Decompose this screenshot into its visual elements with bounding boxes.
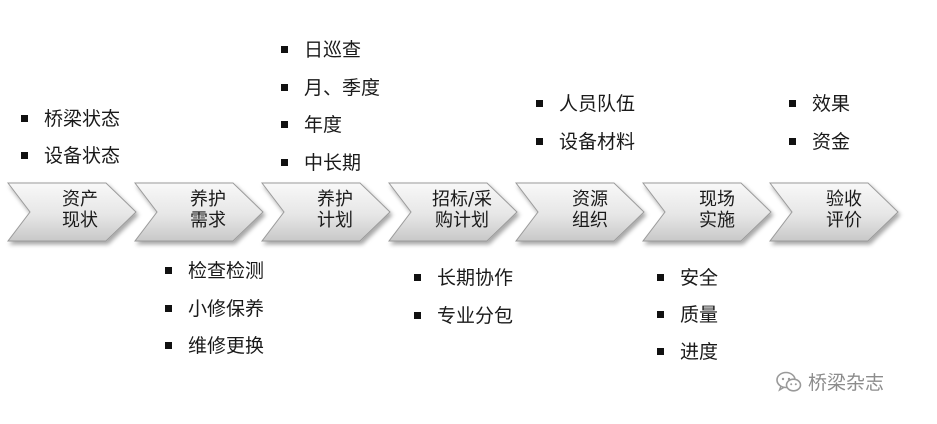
list-item: 维修更换 [165,335,264,373]
chevron-maintenance-demand [133,182,264,242]
list-item: 设备状态 [21,145,120,182]
chevron-asset-status [6,182,137,242]
step-label-line1: 养护 [317,189,353,210]
step-label-line2: 组织 [572,210,608,231]
chevron-procurement-plan [387,182,518,242]
step-resource-organization: 资源 组织 [540,186,640,234]
step-label-line1: 资产 [62,189,98,210]
list-item: 中长期 [281,152,380,190]
list-item: 日巡查 [281,39,380,77]
list-item: 检查检测 [165,260,264,298]
list-item: 质量 [657,304,718,341]
chevron-site-implementation [641,182,772,242]
list-item: 人员队伍 [536,93,635,131]
list-item: 桥梁状态 [21,108,120,145]
bullet-list-asset-status: 桥梁状态 设备状态 [21,108,120,182]
step-label-line2: 实施 [699,210,735,231]
list-item: 专业分包 [414,305,513,343]
step-asset-status: 资产 现状 [30,186,130,234]
step-label-line1: 资源 [572,189,608,210]
list-item: 年度 [281,114,380,152]
step-site-implementation: 现场 实施 [667,186,767,234]
chevron-acceptance-evaluation [768,182,899,242]
step-label-line2: 评价 [826,210,862,231]
bullet-list-procurement-plan: 长期协作 专业分包 [414,267,513,342]
watermark-text: 桥梁杂志 [808,372,885,394]
list-item: 资金 [789,131,850,169]
bullet-list-acceptance-evaluation: 效果 资金 [789,93,850,168]
step-maintenance-plan: 养护 计划 [285,186,385,234]
bullet-list-maintenance-plan: 日巡查 月、季度 年度 中长期 [281,39,380,190]
list-item: 进度 [657,341,718,378]
list-item: 小修保养 [165,298,264,336]
bullet-list-site-implementation: 安全 质量 进度 [657,267,718,378]
step-label-line2: 需求 [190,210,226,231]
list-item: 月、季度 [281,77,380,115]
list-item: 长期协作 [414,267,513,305]
step-label-line2: 购计划 [435,210,489,231]
step-procurement-plan: 招标/采 购计划 [412,186,512,234]
step-label-line1: 验收 [826,189,862,210]
bullet-list-maintenance-demand: 检查检测 小修保养 维修更换 [165,260,264,373]
step-label-line2: 现状 [62,210,98,231]
list-item: 安全 [657,267,718,304]
step-label-line1: 养护 [190,189,226,210]
list-item: 设备材料 [536,131,635,169]
wechat-icon [776,371,802,392]
step-acceptance-evaluation: 验收 评价 [794,186,894,234]
bullet-list-resource-organization: 人员队伍 设备材料 [536,93,635,168]
step-label-line1: 招标/采 [431,189,493,210]
chevron-resource-organization [514,182,645,242]
chevron-maintenance-plan [260,182,391,242]
step-maintenance-demand: 养护 需求 [158,186,258,234]
step-label-line2: 计划 [317,210,353,231]
step-label-line1: 现场 [699,189,735,210]
watermark: 桥梁杂志 [776,368,884,395]
list-item: 效果 [789,93,850,131]
